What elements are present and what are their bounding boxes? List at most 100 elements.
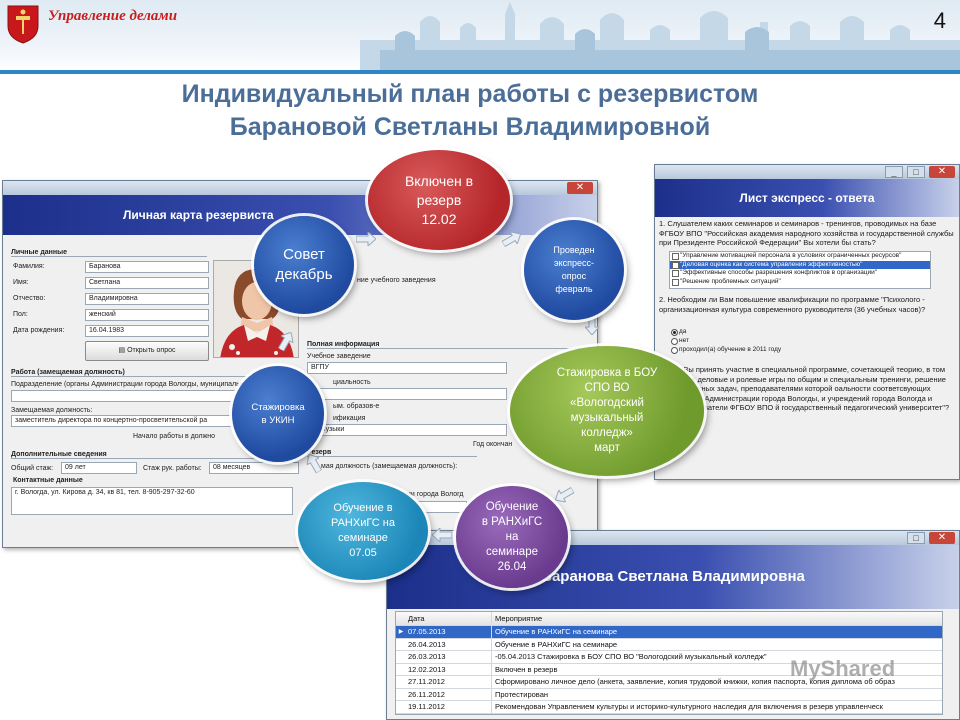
form-label: ым. образов-е — [333, 403, 379, 410]
row-pointer-icon — [396, 651, 406, 663]
spec-label: циальность — [333, 379, 371, 386]
row-date: 26.03.2013 — [406, 651, 492, 663]
finish-year-label: Год окончан — [473, 441, 512, 448]
q2-option-yes[interactable]: да — [669, 327, 945, 336]
work-start-label: Начало работы в должно — [133, 433, 215, 440]
work-exp-label: Стаж рук. работы: — [143, 465, 202, 472]
q2-option-trained[interactable]: проходил(а) обучение в 2011 году — [669, 345, 945, 354]
q2-option-no[interactable]: нет — [669, 336, 945, 345]
q1-option-3[interactable]: "Эффективные способы разрешения конфликт… — [670, 269, 930, 278]
arrow-icon — [432, 528, 452, 542]
row-date: 26.11.2012 — [406, 689, 492, 701]
question-1: 1. Слушателем каких семинаров и семинаро… — [659, 219, 957, 248]
document-icon: ▤ — [119, 347, 128, 354]
coat-of-arms-logo — [6, 4, 40, 44]
header: Управление делами 4 — [0, 0, 960, 74]
field-label-name: Имя: — [13, 279, 29, 286]
question-2: 2. Необходим ли Вам повышение квалификац… — [659, 295, 957, 314]
bubble-council: Совет декабрь — [254, 216, 354, 314]
surname-field[interactable]: Баранова — [85, 261, 209, 273]
field-label-surname: Фамилия: — [13, 263, 45, 270]
reserve-position-label: мая должность (замещаемая должность): — [321, 463, 457, 470]
row-date: 19.11.2012 — [406, 701, 492, 713]
close-button[interactable]: ✕ — [929, 532, 955, 544]
page-title-line2: Барановой Светланы Владимировной — [0, 111, 940, 144]
arrow-icon — [356, 232, 376, 246]
field-label-patronymic: Отчество: — [13, 295, 45, 302]
name-field[interactable]: Светлана — [85, 277, 209, 289]
contacts-field[interactable]: г. Вологда, ул. Кирова д. 34, кв 81, тел… — [11, 487, 293, 515]
field-label-birthdate: Дата рождения: — [13, 327, 64, 334]
work-exp-field[interactable]: 08 месяцев — [209, 462, 299, 474]
q1-option-1[interactable]: "Управление мотивацией персонала в услов… — [670, 252, 930, 261]
q1-option-2[interactable]: "Деловая оценка как система управления э… — [670, 261, 930, 270]
personal-section-title: Личные данные — [11, 249, 207, 257]
row-event: Протестирован — [492, 689, 942, 701]
edu-institution-label: ние учебного заведения — [357, 277, 436, 284]
q1-option-4[interactable]: "Решение проблемных ситуаций" — [670, 278, 930, 287]
watermark: MyShared — [790, 656, 895, 682]
qual-field[interactable]: ль музыки — [307, 424, 507, 436]
header-divider — [0, 70, 960, 74]
question-1-options: "Управление мотивацией персонала в услов… — [669, 251, 931, 289]
page-number: 4 — [934, 8, 946, 34]
row-date: 07.05.2013 — [406, 626, 492, 638]
bubble-express-survey: Проведен экспресс- опрос февраль — [524, 220, 624, 320]
row-pointer-icon — [396, 676, 406, 688]
edu-label: Учебное заведение — [307, 353, 371, 360]
spec-field[interactable] — [307, 388, 507, 400]
row-event: Обучение в РАНХиГС на семинаре — [492, 626, 942, 638]
org-title: Управление делами — [48, 8, 177, 25]
row-pointer-icon — [396, 664, 406, 676]
total-exp-field[interactable]: 09 лет — [61, 462, 137, 474]
edu-field[interactable]: ВГПУ — [307, 362, 507, 374]
minimize-button[interactable]: □ — [907, 532, 925, 544]
row-pointer-icon — [396, 701, 406, 713]
minimize-button[interactable]: _ — [885, 166, 903, 178]
row-pointer-icon: ▶ — [396, 626, 406, 638]
bubble-internship-ukin: Стажировка в УКИН — [232, 366, 324, 462]
field-label-gender: Пол: — [13, 311, 28, 318]
division-label: Подразделение (органы Администрации горо… — [11, 381, 244, 388]
page-title: Индивидуальный план работы с резервистом… — [0, 78, 940, 144]
close-button[interactable]: ✕ — [929, 166, 955, 178]
patronymic-field[interactable]: Владимировна — [85, 293, 209, 305]
bubble-internship-college: Стажировка в БОУ СПО ВО «Вологодский муз… — [510, 346, 704, 476]
open-survey-button-label: Открыть опрос — [127, 347, 175, 354]
contacts-label: Контактные данные — [13, 477, 113, 484]
question-2-options: да нет проходил(а) обучение в 2011 году — [669, 327, 945, 359]
express-sheet-banner: Лист экспресс - ответа — [655, 179, 959, 217]
total-exp-label: Общий стаж: — [11, 465, 53, 472]
open-survey-button[interactable]: ▤ Открыть опрос — [85, 341, 209, 361]
row-pointer-icon — [396, 689, 406, 701]
bubble-training-2604: Обучение в РАНХиГС на семинаре 26.04 — [456, 486, 568, 588]
row-date: 12.02.2013 — [406, 664, 492, 676]
column-date-header[interactable]: Дата — [406, 612, 492, 625]
qual-label: ификация — [333, 415, 365, 422]
birthdate-field[interactable]: 16.04.1983 — [85, 325, 209, 337]
gender-field[interactable]: женский — [85, 309, 209, 321]
table-header: Дата Мероприятие — [396, 612, 942, 626]
bubble-included-in-reserve: Включен в резерв 12.02 — [368, 150, 510, 250]
close-button[interactable]: ✕ — [567, 182, 593, 194]
row-pointer-icon — [396, 639, 406, 651]
reserve-section-title: Резерв — [307, 449, 477, 457]
row-event: Рекомендован Управлением культуры и исто… — [492, 701, 942, 713]
bubble-training-0705: Обучение в РАНХиГС на семинаре 07.05 — [298, 482, 428, 580]
row-event: Обучение в РАНХиГС на семинаре — [492, 639, 942, 651]
question-3: 3. Вы принять участие в специальной прог… — [675, 365, 957, 413]
page-title-line1: Индивидуальный план работы с резервистом — [0, 78, 940, 111]
maximize-button[interactable]: □ — [907, 166, 925, 178]
column-event-header[interactable]: Мероприятие — [492, 612, 942, 625]
window-titlebar[interactable]: _ □ ✕ — [655, 165, 959, 179]
full-info-section-title: Полная информация — [307, 341, 587, 349]
row-date: 27.11.2012 — [406, 676, 492, 688]
position-label: Замещаемая должность: — [11, 407, 92, 414]
row-date: 26.04.2013 — [406, 639, 492, 651]
reserve-division-label: ции города Вологд — [403, 491, 463, 498]
express-sheet-window: _ □ ✕ Лист экспресс - ответа 1. Слушател… — [654, 164, 960, 480]
